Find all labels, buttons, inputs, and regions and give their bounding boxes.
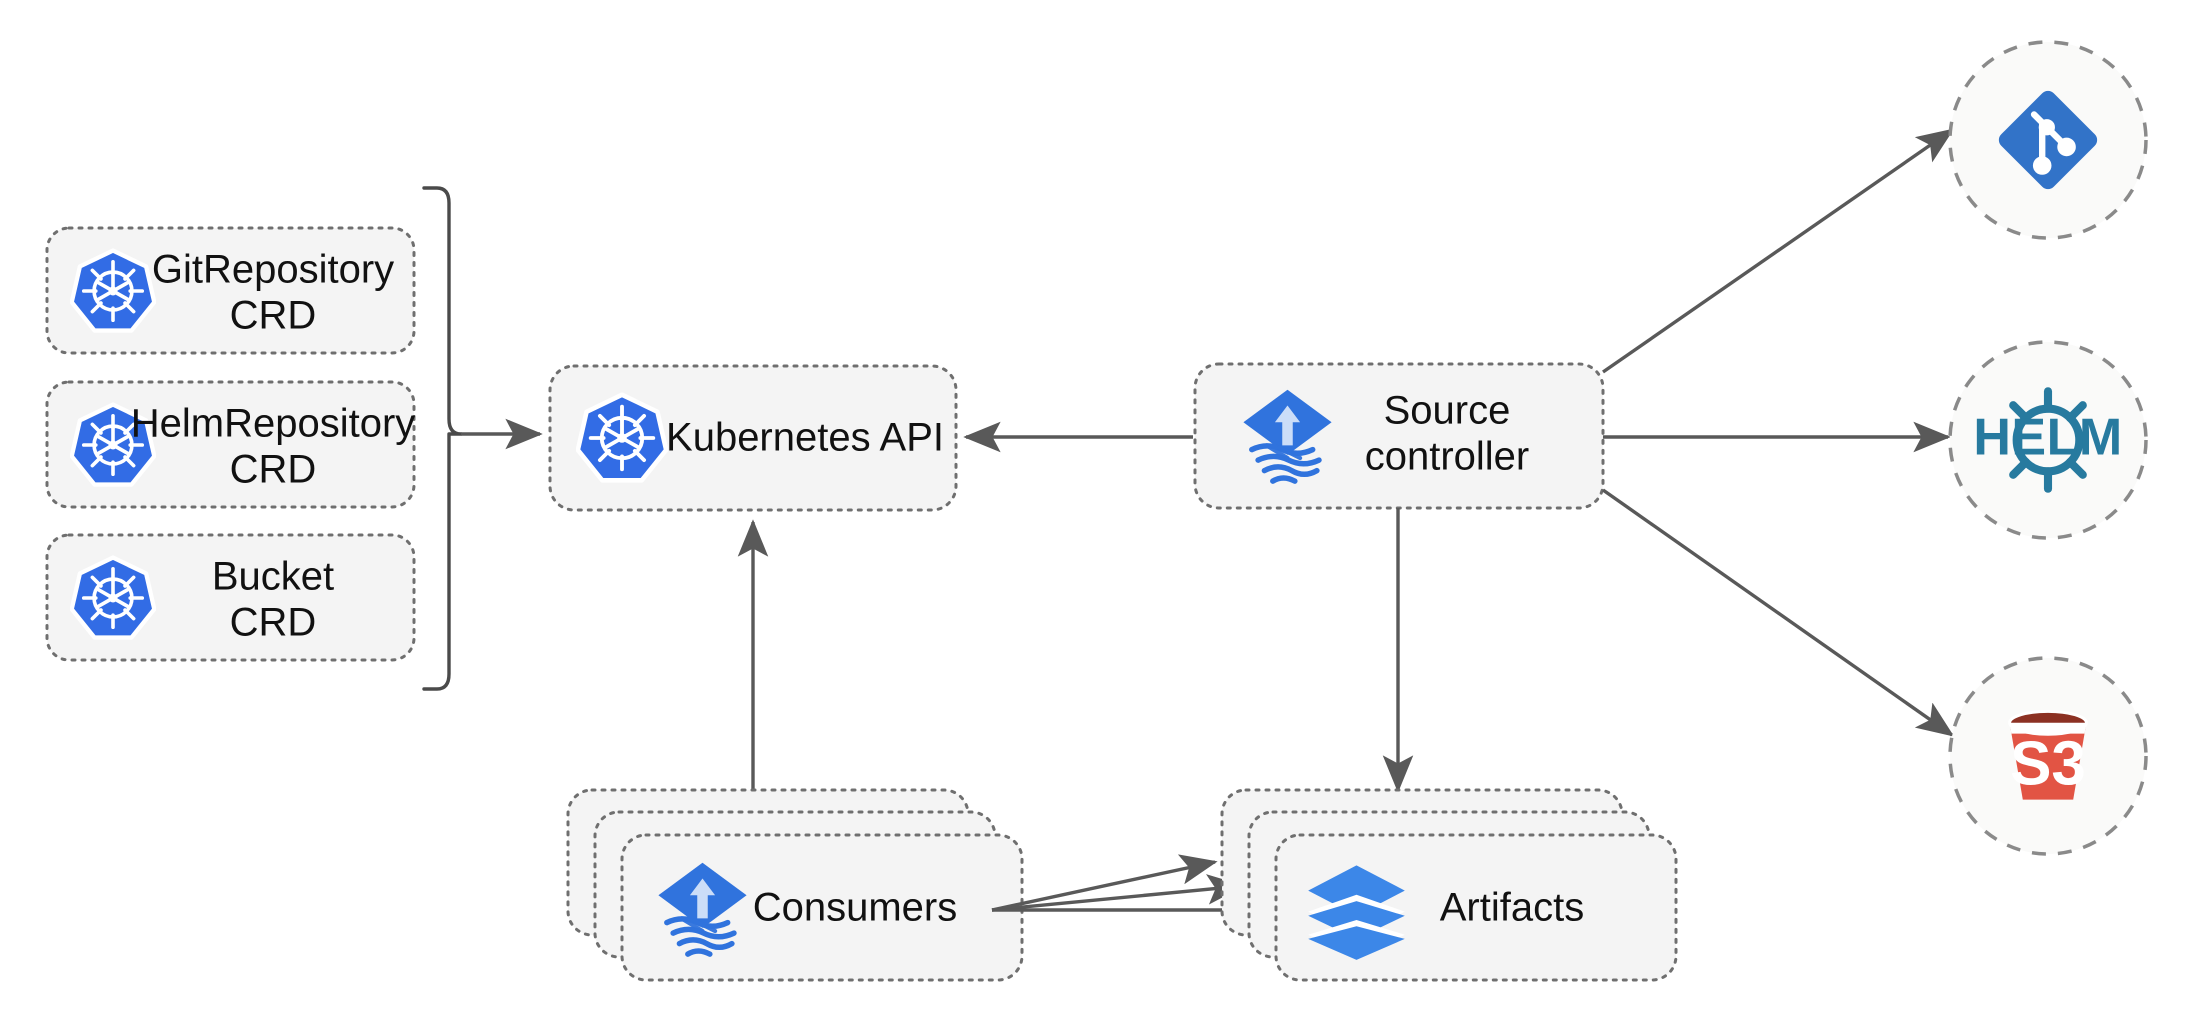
crd-label-line2: CRD bbox=[230, 601, 317, 645]
crd-label-line2: CRD bbox=[230, 448, 317, 492]
kubernetes-icon bbox=[578, 395, 666, 481]
crd-box-gitrepository[interactable]: GitRepository CRD bbox=[45, 226, 416, 355]
helm-label: HELM bbox=[1973, 409, 2122, 467]
crd-box-helmrepository[interactable]: HelmRepository CRD bbox=[45, 380, 416, 509]
kubernetes-icon bbox=[72, 251, 155, 331]
node-consumers[interactable]: Consumers bbox=[566, 788, 1024, 982]
node-label-kubernetes-api: Kubernetes API bbox=[666, 416, 944, 460]
s3-label: S3 bbox=[2010, 729, 2086, 798]
node-label-source-controller-line1: Source bbox=[1384, 389, 1511, 433]
node-artifacts[interactable]: Artifacts bbox=[1220, 788, 1678, 982]
crd-group: GitRepository CRD HelmRepository CRD Buc… bbox=[45, 186, 463, 691]
edge-consumers-to-artifacts-middle bbox=[991, 874, 1245, 912]
crd-group-bracket bbox=[422, 186, 463, 691]
node-label-artifacts: Artifacts bbox=[1440, 886, 1584, 930]
node-kubernetes-api[interactable]: Kubernetes API bbox=[548, 364, 958, 512]
edge-consumers-to-artifacts-back bbox=[991, 854, 1218, 912]
crd-label-line2: CRD bbox=[230, 294, 317, 338]
edge-source-controller-to-s3 bbox=[1602, 488, 1955, 737]
node-label-source-controller-line2: controller bbox=[1365, 435, 1530, 479]
crd-label-line1: HelmRepository bbox=[131, 402, 416, 446]
crd-label-line1: GitRepository bbox=[152, 248, 394, 292]
kubernetes-icon bbox=[72, 558, 155, 638]
crd-label-line1: Bucket bbox=[212, 555, 334, 599]
node-source-controller[interactable]: Source controller bbox=[1193, 362, 1605, 510]
source-circle-helm[interactable]: HELM bbox=[1948, 340, 2148, 540]
node-label-consumers: Consumers bbox=[753, 886, 958, 930]
source-circle-s3[interactable]: S3 bbox=[1948, 656, 2148, 856]
crd-box-bucket[interactable]: Bucket CRD bbox=[45, 533, 416, 662]
edge-source-controller-to-git bbox=[1602, 128, 1955, 374]
source-circle-git[interactable] bbox=[1948, 40, 2148, 240]
